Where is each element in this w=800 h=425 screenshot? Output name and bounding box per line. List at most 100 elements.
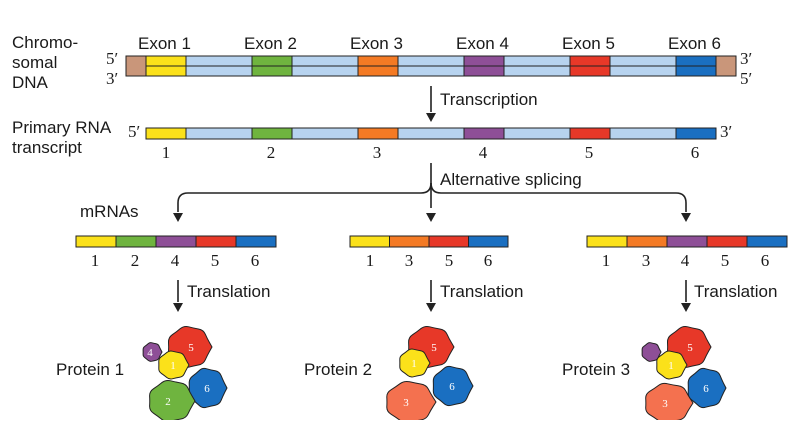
protein3-subunit-5-number: 5: [687, 342, 693, 354]
mrna1-exon-1: [75, 235, 117, 248]
exon-label-2: Exon 2: [244, 34, 297, 53]
rna-exon-number-5: 5: [584, 143, 594, 162]
exon-label-1: Exon 1: [138, 34, 191, 53]
protein2-subunit-1: [399, 348, 431, 378]
protein1-subunit-4: [142, 342, 163, 362]
rna-exon-number-1: 1: [161, 143, 171, 162]
splicing-arrowhead-middle: [426, 213, 436, 222]
mrna1-exon-number: 5: [210, 251, 220, 270]
protein1-subunit-2-number: 2: [165, 396, 171, 408]
rna-exon-number-2: 2: [266, 143, 276, 162]
mrna3-exon-6: [746, 235, 788, 248]
mrna3-exon-number: 3: [641, 251, 651, 270]
dna-label-line-2: somal: [12, 53, 58, 72]
dna-label-line-3: DNA: [12, 73, 48, 92]
protein3-subunit-3: [645, 382, 694, 424]
mrna2-exon-number: 5: [444, 251, 454, 270]
rna-exon-6: [675, 127, 717, 140]
protein1-subunit-4-number: 4: [147, 347, 153, 359]
mrna1-exon-6: [235, 235, 277, 248]
mrna3-exon-5: [706, 235, 748, 248]
mrna3-exon-number: 6: [760, 251, 770, 270]
rna-exon-number-6: 6: [690, 143, 700, 162]
rna-exon-3: [357, 127, 399, 140]
transcription-arrowhead: [426, 113, 436, 122]
mrna1-exon-2: [115, 235, 157, 248]
mrna3-exon-number: 5: [720, 251, 730, 270]
mrna1-exon-5: [195, 235, 237, 248]
protein3-subunit-3-number: 3: [662, 398, 668, 410]
dna-right-bottom-end: 5′: [740, 69, 753, 88]
translation-arrowhead-1: [173, 303, 183, 312]
splicing-arrow-left-branch: [177, 182, 432, 212]
mrna3-exon-1: [586, 235, 628, 248]
mrna2-exon-number: 3: [404, 251, 414, 270]
mrna2-exon-1: [349, 235, 390, 248]
protein1-subunit-5-number: 5: [188, 342, 194, 354]
exon-label-4: Exon 4: [456, 34, 509, 53]
exon-label-5: Exon 5: [562, 34, 615, 53]
protein2-subunit-1-number: 1: [411, 358, 417, 370]
mrna3-exon-number: 1: [601, 251, 611, 270]
mrna2-exon-6: [468, 235, 509, 248]
protein1-subunit-1: [158, 350, 190, 380]
translation-arrowhead-2: [426, 303, 436, 312]
protein1-subunit-1-number: 1: [170, 360, 176, 372]
primary-rna-label-line-2: transcript: [12, 138, 82, 157]
transcription-label: Transcription: [440, 90, 538, 109]
rna-exon-2: [251, 127, 293, 140]
protein2-subunit-6: [432, 365, 474, 407]
mrna2-exon-number: 6: [483, 251, 493, 270]
protein1-subunit-6-number: 6: [204, 383, 210, 395]
dna-label: Chromo- somal DNA: [12, 33, 78, 93]
protein-3-label: Protein 3: [562, 360, 631, 379]
protein2-subunit-5-number: 5: [431, 342, 437, 354]
primary-rna-label-line-1: Primary RNA: [12, 118, 112, 137]
dna-label-line-1: Chromo-: [12, 33, 79, 52]
primary-rna-label: Primary RNA transcript: [12, 118, 111, 158]
mrna3-exon-3: [626, 235, 668, 248]
rna-right-end: 3′: [720, 122, 733, 141]
rna-exon-number-3: 3: [372, 143, 382, 162]
translation-label-1: Translation: [187, 282, 271, 301]
mrna3-exon-number: 4: [680, 251, 690, 270]
rna-exon-1: [145, 127, 187, 140]
mrna2-exon-number: 1: [365, 251, 375, 270]
mrna2-exon-3: [389, 235, 430, 248]
protein3-subunit-6: [687, 367, 727, 409]
exon-label-3: Exon 3: [350, 34, 403, 53]
rna-exon-number-4: 4: [478, 143, 488, 162]
translation-label-3: Translation: [694, 282, 778, 301]
splicing-arrowhead-right: [681, 213, 691, 222]
rna-exon-5: [569, 127, 611, 140]
mrna1-exon-number: 1: [90, 251, 100, 270]
splicing-arrow-right-branch: [430, 182, 687, 212]
protein-2-label: Protein 2: [304, 360, 373, 379]
mrnas-label: mRNAs: [80, 202, 139, 221]
protein2-subunit-3-number: 3: [403, 397, 409, 409]
protein2-subunit-6-number: 6: [449, 381, 455, 393]
protein3-subunit-1: [656, 350, 688, 380]
dna-right-top-end: 3′: [740, 49, 753, 68]
dna-flank-right: [715, 55, 737, 77]
mrna1-exon-number: 4: [170, 251, 180, 270]
protein1-subunit-2: [149, 379, 196, 423]
mrna1-exon-number: 2: [130, 251, 140, 270]
dna-left-top-end: 5′: [106, 49, 119, 68]
mrna1-exon-number: 6: [250, 251, 260, 270]
mrna1-exon-4: [155, 235, 197, 248]
alternative-splicing-label: Alternative splicing: [440, 170, 582, 189]
translation-arrowhead-3: [681, 303, 691, 312]
mrna2-exon-5: [428, 235, 469, 248]
protein-1-label: Protein 1: [56, 360, 125, 379]
protein2-subunit-3: [386, 380, 437, 424]
rna-intron-background: [145, 127, 717, 140]
dna-left-bottom-end: 3′: [106, 69, 119, 88]
protein3-subunit-6-number: 6: [703, 383, 709, 395]
rna-exon-4: [463, 127, 505, 140]
protein3-subunit-1-number: 1: [668, 360, 674, 372]
mrna3-exon-4: [666, 235, 708, 248]
translation-label-2: Translation: [440, 282, 524, 301]
